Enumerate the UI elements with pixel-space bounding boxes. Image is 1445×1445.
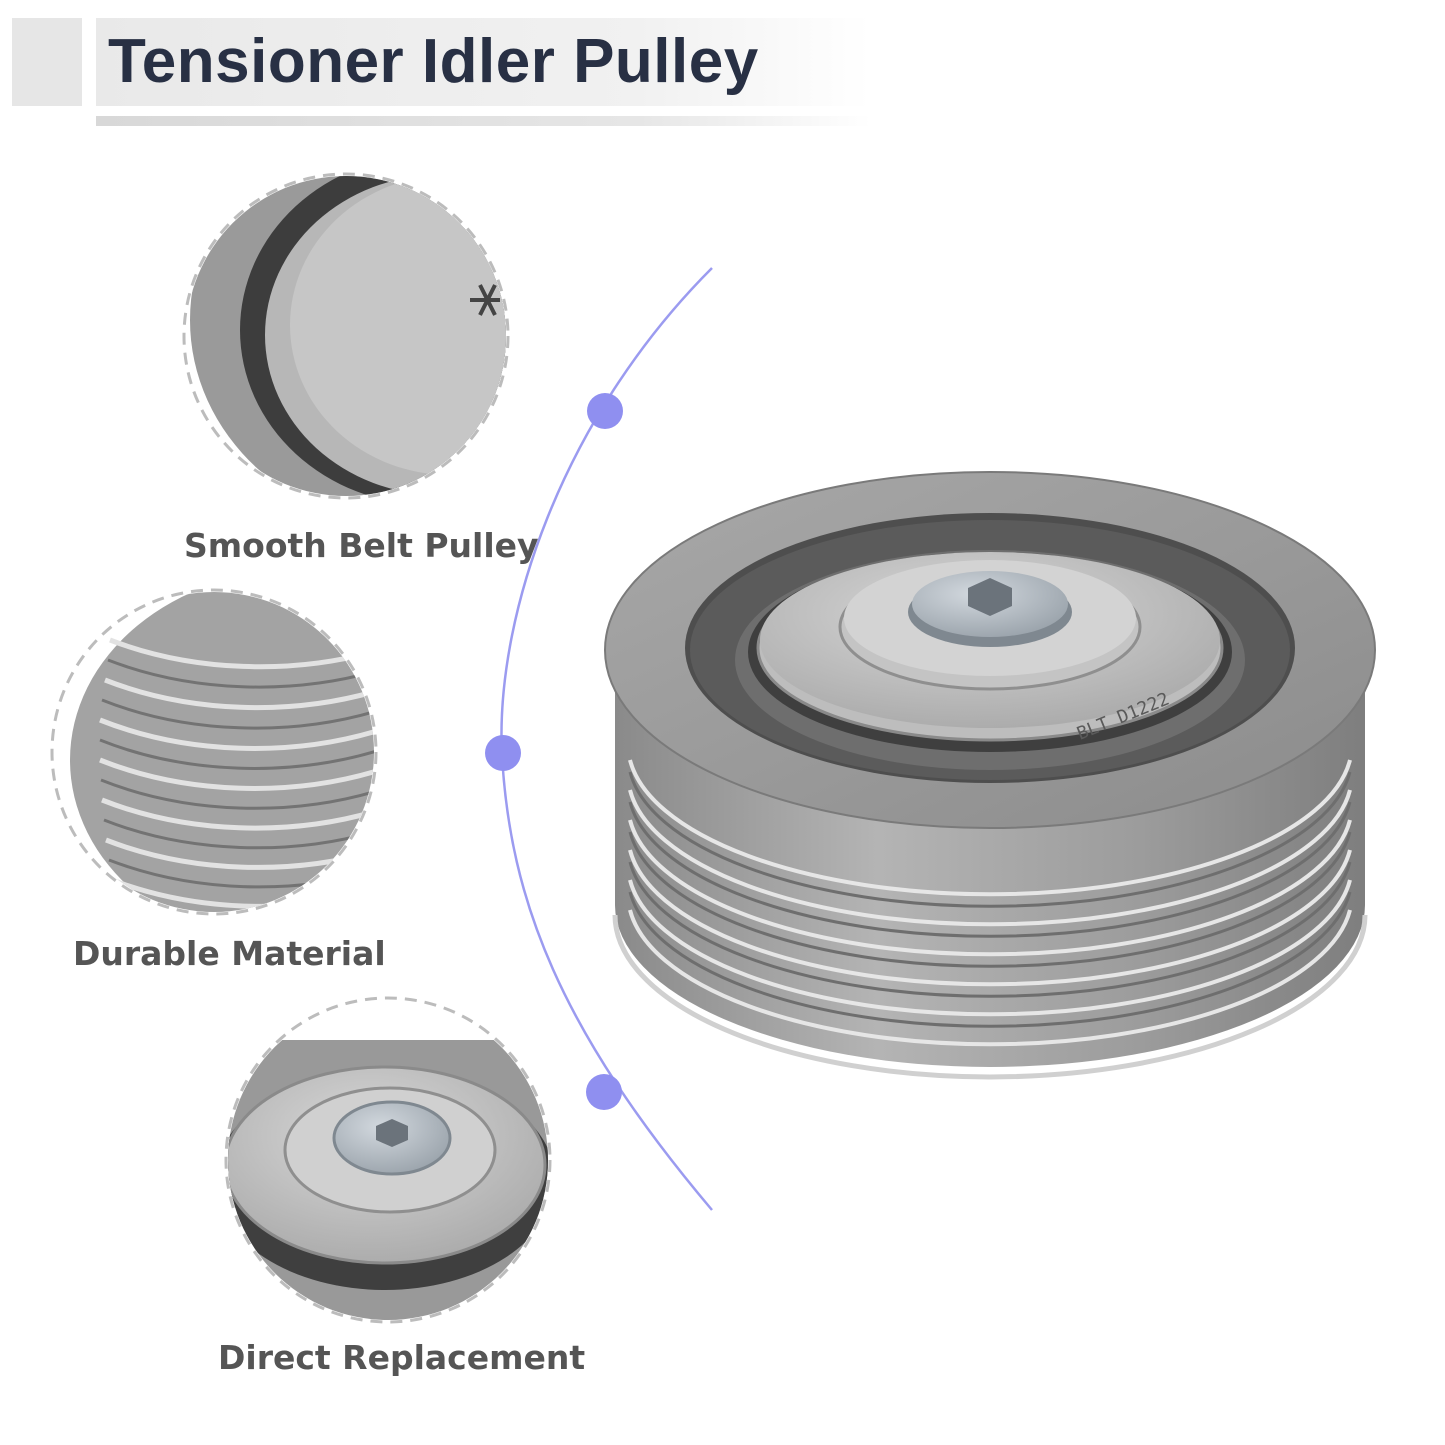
feature-image-1 bbox=[182, 172, 510, 500]
main-pulley-image: BLT D1222 bbox=[604, 471, 1376, 1080]
feature-label-durable-material: Durable Material bbox=[73, 934, 386, 973]
feature-image-2 bbox=[50, 588, 378, 916]
feature-image-3 bbox=[224, 996, 552, 1324]
title-accent-block bbox=[12, 18, 82, 106]
feature-label-direct-replacement: Direct Replacement bbox=[218, 1338, 586, 1377]
connector-dot-1 bbox=[587, 393, 623, 429]
connector-dot-2 bbox=[485, 735, 521, 771]
feature-label-smooth-belt-pulley: Smooth Belt Pulley bbox=[184, 526, 539, 565]
connector-dot-3 bbox=[586, 1074, 622, 1110]
title-underline bbox=[96, 116, 871, 126]
title-banner bbox=[96, 18, 871, 106]
page-title: Tensioner Idler Pulley bbox=[108, 27, 759, 96]
